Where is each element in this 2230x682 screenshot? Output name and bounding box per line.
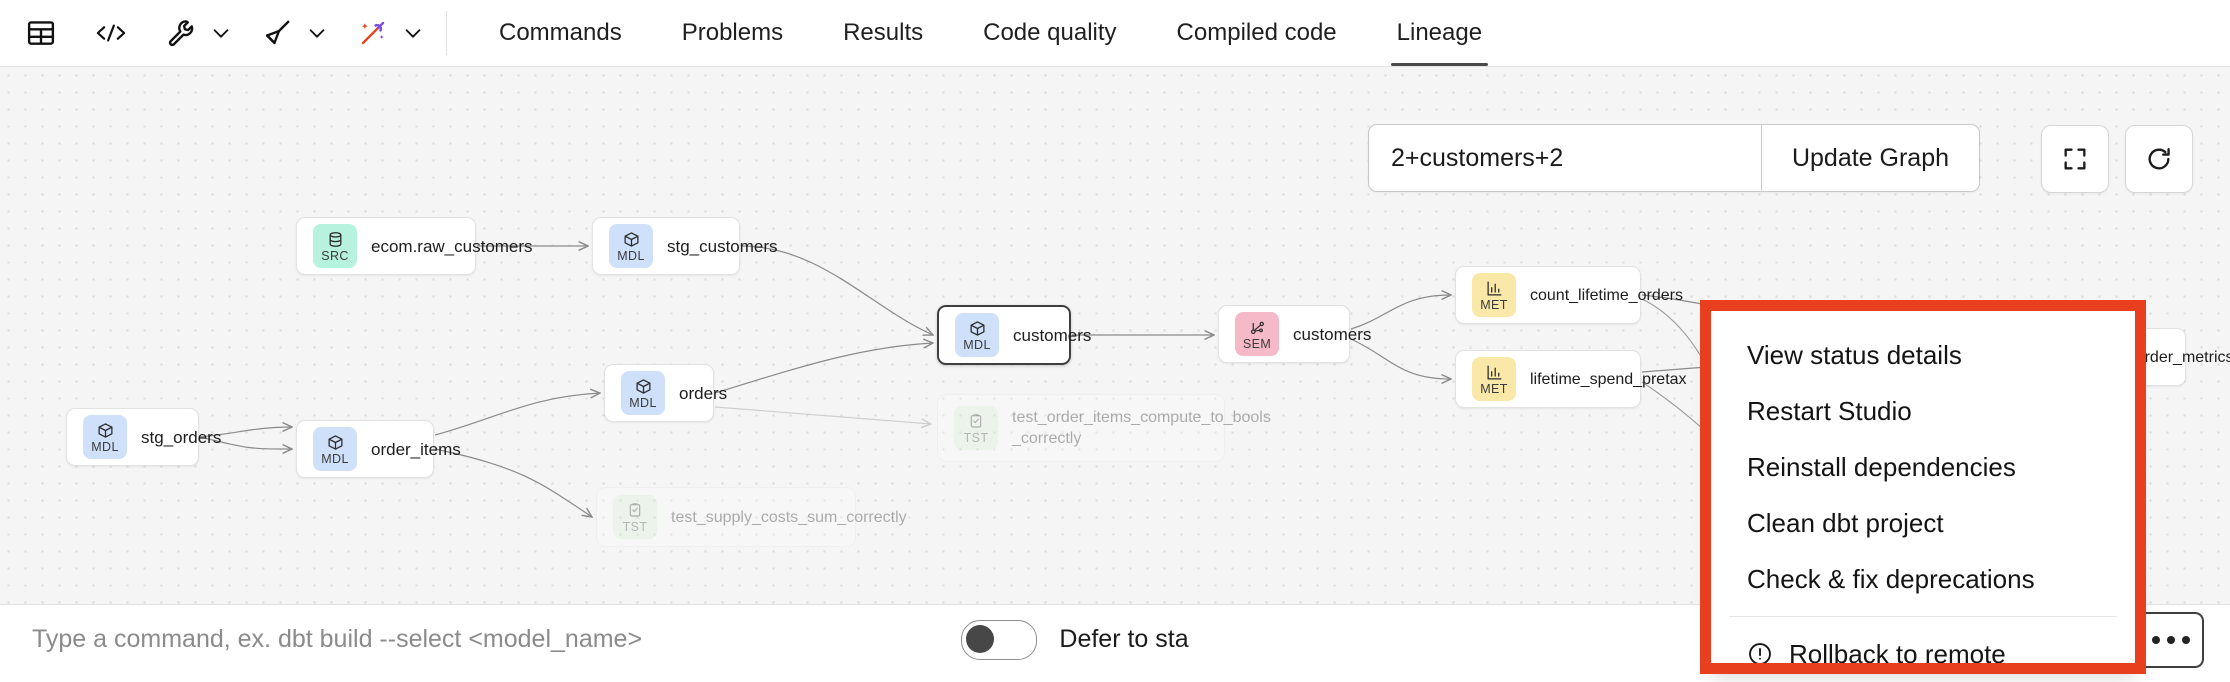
top-toolbar: Commands Problems Results Code quality C… <box>0 0 2230 67</box>
wrench-icon[interactable] <box>158 10 204 56</box>
mdl-badge: MDL <box>313 427 357 471</box>
menu-item-restart-studio[interactable]: Restart Studio <box>1747 395 1912 426</box>
badge-label: MDL <box>963 337 991 352</box>
badge-label: TST <box>622 519 648 534</box>
badge-label: MDL <box>617 248 645 263</box>
node-label: stg_orders <box>141 427 222 447</box>
tab-commands[interactable]: Commands <box>499 19 622 46</box>
chevron-down-icon[interactable] <box>204 10 238 56</box>
toggle-knob <box>966 624 995 653</box>
mdl-badge: MDL <box>621 371 665 415</box>
defer-toggle-label: Defer to sta <box>1059 625 1189 653</box>
tab-code-quality[interactable]: Code quality <box>983 19 1117 46</box>
graph-selector-input[interactable] <box>1369 125 1761 191</box>
tab-results[interactable]: Results <box>843 19 924 46</box>
cube-icon <box>327 433 344 452</box>
table-view-icon[interactable] <box>18 10 64 56</box>
toolbar-icon-group <box>0 0 469 66</box>
tst-badge: TST <box>954 406 998 450</box>
code-view-icon[interactable] <box>88 10 134 56</box>
fullscreen-button[interactable] <box>2041 125 2109 193</box>
chevron-down-icon[interactable] <box>300 10 334 56</box>
studio-actions-menu: View status details Restart Studio Reins… <box>1711 311 2135 674</box>
database-icon <box>327 230 344 249</box>
cube-icon <box>635 377 652 396</box>
badge-label: TST <box>963 430 989 445</box>
wrench-menu[interactable] <box>158 10 238 56</box>
chevron-down-icon[interactable] <box>396 10 430 56</box>
node-label: customers <box>1013 325 1092 345</box>
met-badge: MET <box>1472 273 1516 317</box>
lineage-node-stg-customers[interactable]: MDL stg_customers <box>592 217 778 275</box>
defer-toggle[interactable] <box>961 619 1038 660</box>
node-label: ecom.raw_customers <box>371 236 533 256</box>
src-badge: SRC <box>313 224 357 268</box>
update-graph-button[interactable]: Update Graph <box>1791 143 1949 172</box>
lineage-node-lifetime-spend-pretax[interactable]: MET lifetime_spend_pretax <box>1455 350 1687 408</box>
tab-lineage[interactable]: Lineage <box>1367 0 1512 66</box>
cube-icon <box>969 319 986 338</box>
badge-label: SRC <box>321 248 349 263</box>
menu-item-clean-dbt-project[interactable]: Clean dbt project <box>1747 507 1944 538</box>
cube-icon <box>623 230 640 249</box>
node-label: stg_customers <box>667 236 778 256</box>
node-label: count_lifetime_orders <box>1530 286 1683 304</box>
test-clipboard-icon <box>627 501 643 520</box>
lineage-node-stg-orders[interactable]: MDL stg_orders <box>66 408 221 466</box>
node-label: order_items <box>371 439 461 459</box>
mdl-badge: MDL <box>83 415 127 459</box>
badge-label: SEM <box>1242 336 1272 351</box>
tab-problems[interactable]: Problems <box>681 19 784 46</box>
magic-wand-menu[interactable] <box>350 10 430 56</box>
menu-item-label: Rollback to remote <box>1789 638 2006 669</box>
badge-label: MET <box>1480 381 1508 396</box>
node-label: test_supply_costs_sum_correctly <box>671 508 907 526</box>
lineage-node-orders[interactable]: MDL orders <box>604 364 727 422</box>
badge-label: MDL <box>629 395 657 410</box>
lineage-node-test-supply-costs[interactable]: TST test_supply_costs_sum_correctly <box>596 487 907 547</box>
lineage-node-order-items[interactable]: MDL order_items <box>296 420 461 478</box>
menu-item-check-fix-deprecations[interactable]: Check & fix deprecations <box>1747 563 2035 594</box>
badge-label: MDL <box>91 439 119 454</box>
lineage-node-ecom-raw-customers[interactable]: SRC ecom.raw_customers <box>296 217 533 275</box>
test-clipboard-icon <box>968 412 984 431</box>
badge-label: MET <box>1480 297 1508 312</box>
menu-item-view-status-details[interactable]: View status details <box>1747 339 1962 370</box>
graph-selector-bar: Update Graph <box>1368 124 1980 192</box>
node-label: orders <box>679 383 728 403</box>
more-options-button[interactable] <box>2138 611 2205 668</box>
refresh-button[interactable] <box>2125 125 2193 193</box>
mdl-badge: MDL <box>609 224 653 268</box>
node-label: test_order_items_compute_to_bools _corre… <box>1012 409 1271 447</box>
more-horizontal-icon <box>2152 635 2191 644</box>
bar-chart-icon <box>1486 363 1503 382</box>
node-label: customers <box>1293 324 1372 344</box>
tab-compiled-code[interactable]: Compiled code <box>1176 19 1337 46</box>
warning-circle-icon <box>1747 641 1773 667</box>
lineage-node-customers-model[interactable]: MDL customers <box>937 305 1091 365</box>
magic-wand-icon[interactable] <box>350 10 396 56</box>
node-label: lifetime_spend_pretax <box>1530 370 1687 388</box>
tab-bar: Commands Problems Results Code quality C… <box>469 0 1512 66</box>
broom-icon[interactable] <box>254 10 300 56</box>
bar-chart-icon <box>1486 279 1503 298</box>
broom-menu[interactable] <box>254 10 334 56</box>
semantic-graph-icon <box>1249 318 1266 337</box>
menu-item-reinstall-dependencies[interactable]: Reinstall dependencies <box>1747 451 2016 482</box>
tst-badge: TST <box>613 495 657 539</box>
searchbar-divider <box>1760 125 1762 191</box>
sem-badge: SEM <box>1235 312 1279 356</box>
badge-label: MDL <box>321 451 349 466</box>
cube-icon <box>97 421 114 440</box>
lineage-node-customers-semantic[interactable]: SEM customers <box>1218 305 1371 363</box>
lineage-node-count-lifetime-orders[interactable]: MET count_lifetime_orders <box>1455 266 1683 324</box>
met-badge: MET <box>1472 357 1516 401</box>
lineage-node-test-order-items[interactable]: TST test_order_items_compute_to_bools _c… <box>937 394 1271 462</box>
toolbar-divider <box>446 11 447 55</box>
command-input[interactable] <box>30 624 962 655</box>
menu-divider <box>1729 616 2117 617</box>
mdl-badge: MDL <box>955 313 999 357</box>
